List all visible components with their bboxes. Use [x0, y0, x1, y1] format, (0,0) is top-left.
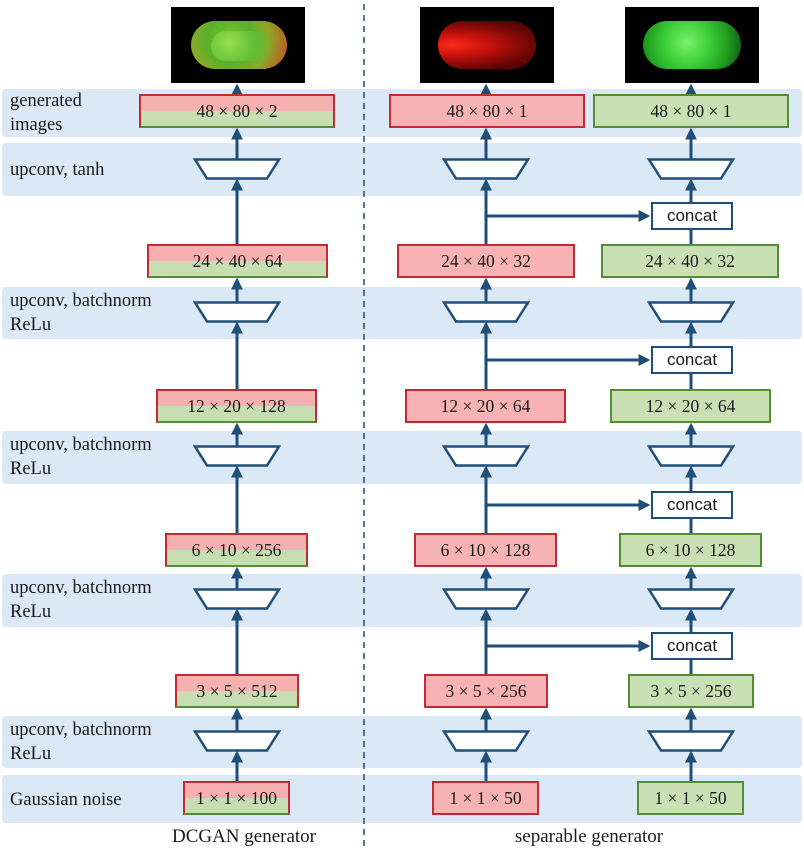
red-upconv-trapezoid-3: [441, 445, 531, 467]
green-upconv-trapezoid-2: [646, 301, 736, 323]
red-channel-image: [420, 7, 554, 83]
separable-red-box-6x10x128: 6 × 10 × 128: [414, 533, 557, 567]
separable-green-box-3x5x256: 3 × 5 × 256: [628, 674, 754, 708]
separable-green-box-24x40x32: 24 × 40 × 32: [601, 244, 779, 278]
red-upconv-trapezoid-1: [441, 158, 531, 180]
dcgan-upconv-trapezoid-4: [192, 588, 282, 610]
separable-green-box-6x10x128: 6 × 10 × 128: [619, 533, 762, 567]
separable-green-box-1x1x50: 1 × 1 × 50: [637, 781, 744, 815]
red-upconv-trapezoid-2: [441, 301, 531, 323]
separable-green-box-12x20x64: 12 × 20 × 64: [610, 389, 771, 423]
concat-box-1: concat: [651, 202, 733, 230]
dcgan-title: DCGAN generator: [171, 826, 317, 847]
dcgan-box-48x80x2: 48 × 80 × 2: [139, 94, 335, 128]
combined-cell-image: [171, 7, 305, 83]
row-label-generated-images: generated images: [10, 91, 82, 135]
concat-box-3: concat: [651, 491, 733, 519]
red-upconv-trapezoid-5: [441, 730, 531, 752]
row-label-upconv-tanh: upconv, tanh: [10, 160, 105, 180]
row-label-upconv-4: upconv, batchnorm ReLu: [10, 291, 152, 335]
red-upconv-trapezoid-4: [441, 588, 531, 610]
row-label-upconv-2: upconv, batchnorm ReLu: [10, 578, 152, 622]
green-upconv-trapezoid-1: [646, 158, 736, 180]
separable-green-box-48x80x1: 48 × 80 × 1: [593, 94, 789, 128]
dcgan-box-1x1x100: 1 × 1 × 100: [183, 781, 290, 815]
green-upconv-trapezoid-4: [646, 588, 736, 610]
separable-red-box-12x20x64: 12 × 20 × 64: [405, 389, 566, 423]
dcgan-upconv-trapezoid-3: [192, 445, 282, 467]
dcgan-box-24x40x64: 24 × 40 × 64: [147, 244, 328, 278]
dcgan-upconv-trapezoid-2: [192, 301, 282, 323]
separable-title: separable generator: [514, 826, 664, 847]
green-upconv-trapezoid-5: [646, 730, 736, 752]
dcgan-box-3x5x512: 3 × 5 × 512: [175, 674, 299, 708]
concat-box-4: concat: [651, 632, 733, 660]
dcgan-box-6x10x256: 6 × 10 × 256: [165, 533, 308, 567]
separable-red-box-3x5x256: 3 × 5 × 256: [424, 674, 548, 708]
green-upconv-trapezoid-3: [646, 445, 736, 467]
dcgan-upconv-trapezoid-5: [192, 730, 282, 752]
separable-red-box-1x1x50: 1 × 1 × 50: [432, 781, 539, 815]
dcgan-box-12x20x128: 12 × 20 × 128: [156, 389, 317, 423]
row-label-upconv-1: upconv, batchnorm ReLu: [10, 720, 152, 764]
dcgan-upconv-trapezoid-1: [192, 158, 282, 180]
green-channel-image: [625, 7, 759, 83]
separable-red-box-48x80x1: 48 × 80 × 1: [389, 94, 585, 128]
row-label-gaussian-noise: Gaussian noise: [10, 790, 122, 810]
separable-red-box-24x40x32: 24 × 40 × 32: [397, 244, 575, 278]
concat-box-2: concat: [651, 346, 733, 374]
row-label-upconv-3: upconv, batchnorm ReLu: [10, 435, 152, 479]
